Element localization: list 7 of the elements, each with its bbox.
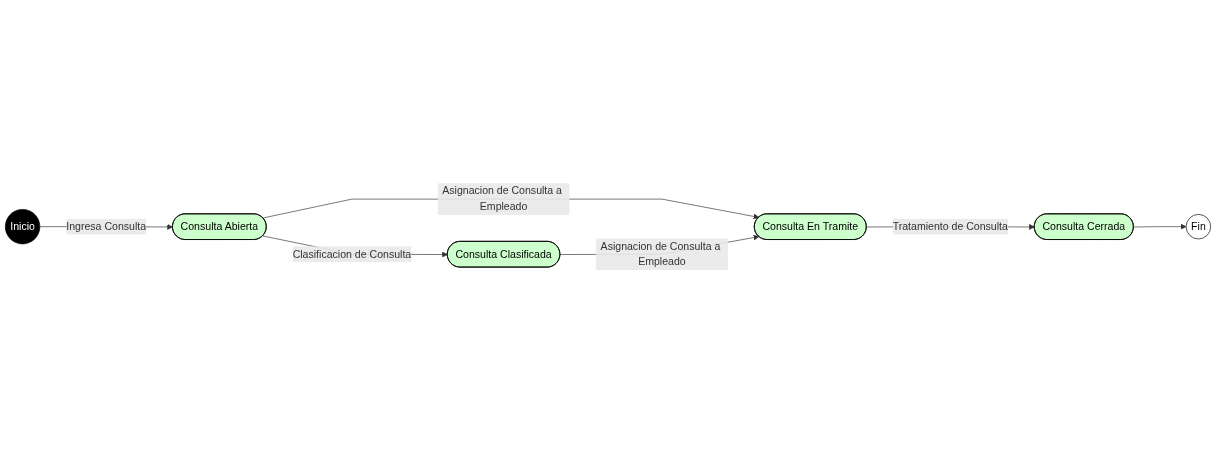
node-circle: Fin	[1185, 214, 1212, 240]
edge-label: Clasificacion de Consulta	[292, 248, 412, 260]
edge-label: Asignacion de Consulta a Empleado	[442, 185, 562, 213]
edge-label: Tratamiento de Consulta	[892, 221, 1008, 233]
node-circle: Inicio	[4, 209, 41, 245]
edge-label: Ingresa Consulta	[66, 221, 147, 233]
edge-label: Asignacion de Consulta a Empleado	[600, 240, 721, 268]
